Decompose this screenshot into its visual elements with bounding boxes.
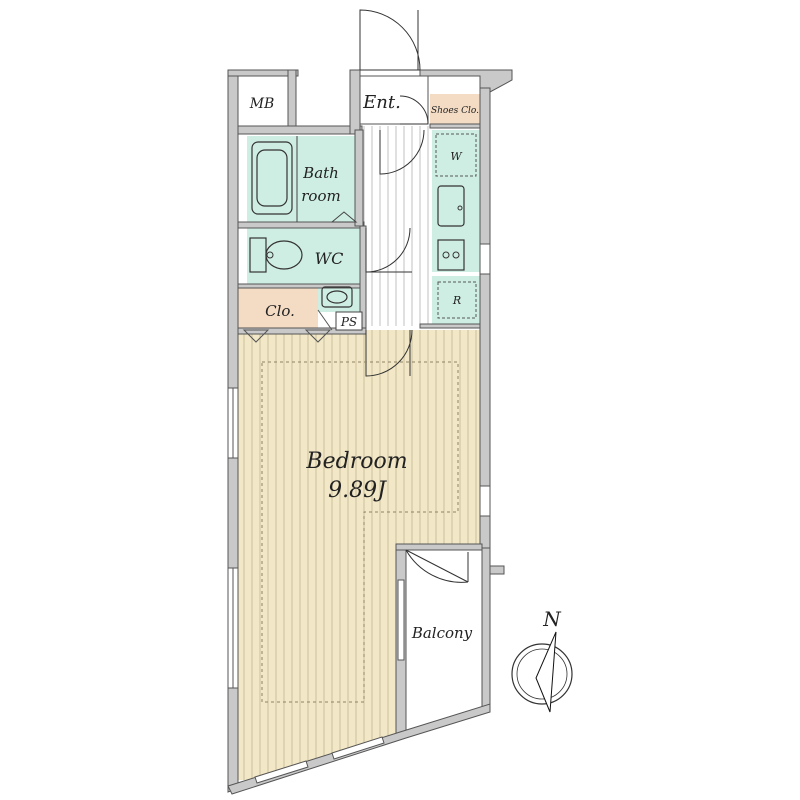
wc-floor <box>247 228 363 284</box>
bedroom-door <box>365 329 413 377</box>
hall-door-upper <box>379 129 425 175</box>
compass-outer-ring <box>511 643 573 705</box>
compass-needle-light <box>535 631 557 713</box>
entrance-door <box>359 9 421 71</box>
window-bottom-1 <box>254 760 309 784</box>
stove <box>437 239 465 271</box>
window-right-1 <box>479 243 491 275</box>
bathroom-label-line2: room <box>301 187 340 205</box>
mb-box <box>237 75 289 127</box>
wall-balcony-top <box>395 543 483 551</box>
balcony-floor <box>404 548 482 735</box>
balcony-label: Balcony <box>411 624 473 642</box>
balcony-sliding-door <box>397 579 405 661</box>
wc-label: WC <box>315 249 344 268</box>
bedroom-size-label: 9.89J <box>328 478 387 503</box>
bedroom-floor <box>238 330 480 780</box>
bedroom-label: Bedroom <box>305 449 407 474</box>
fridge-dashed <box>437 281 477 319</box>
entrance-step <box>359 75 429 125</box>
entrance-label: Ent. <box>362 92 401 113</box>
bathtub <box>251 141 293 215</box>
closet-marker-2 <box>304 329 332 343</box>
washer-space <box>435 133 477 177</box>
bathroom-label-line1: Bath <box>302 164 339 182</box>
pipe-space-label: PS <box>340 315 357 329</box>
toilet-bowl <box>265 240 303 270</box>
hallway-floor <box>362 126 432 326</box>
wall-right <box>479 87 491 549</box>
shoes-closet-floor <box>430 94 480 124</box>
bedroom-dashed-outline <box>261 361 459 703</box>
north-compass: N <box>511 607 573 713</box>
pipe-space-box <box>335 311 363 331</box>
window-bottom-2 <box>331 736 385 760</box>
kitchen-counter <box>432 130 480 272</box>
refrigerator-label: R <box>452 294 461 307</box>
wall-bath-wc <box>237 221 365 229</box>
wall-balcony-stub <box>489 565 505 575</box>
compass-inner-ring <box>516 648 568 700</box>
washer-label: W <box>450 150 463 163</box>
wall-shoes-bottom <box>429 123 481 129</box>
compass-north-label: N <box>542 607 562 631</box>
wall-mid-col <box>349 69 361 135</box>
wall-mb-right <box>287 69 297 131</box>
closet-marker-1 <box>242 329 270 343</box>
balcony-door <box>405 549 469 583</box>
wall-bath-right <box>354 129 364 227</box>
wall-hall-bottom <box>419 323 481 329</box>
shoes-closet-label: Shoes Clo. <box>431 106 479 116</box>
wash-basin <box>321 286 353 308</box>
fridge-space <box>432 276 480 324</box>
wall-top-right <box>419 69 513 93</box>
closet-floor <box>238 288 318 330</box>
mb-label: MB <box>249 96 275 112</box>
wall-balcony-right <box>481 547 491 713</box>
closet-label: Clo. <box>265 302 295 320</box>
wall-top-bath <box>237 125 363 135</box>
window-right-2 <box>479 485 491 517</box>
kitchen-sink <box>437 185 465 227</box>
bath-door-marker <box>330 211 358 223</box>
